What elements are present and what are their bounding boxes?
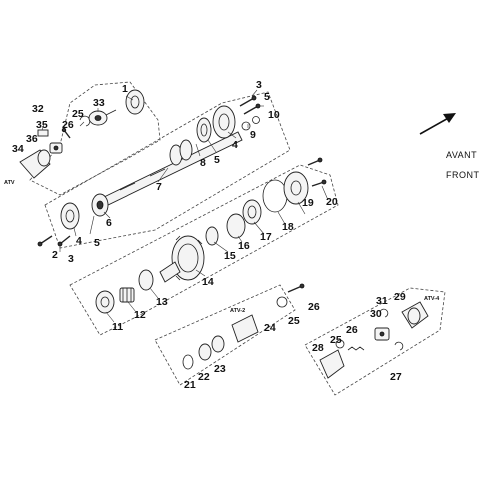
- coupling-washer-part: [335, 339, 345, 349]
- callout-5c: 5: [94, 237, 100, 249]
- callout-26: 26: [62, 119, 74, 131]
- lower-assembly-outline: [154, 284, 296, 386]
- callout-7: 7: [156, 181, 162, 193]
- universal-joint-part: [374, 327, 390, 341]
- atv2-tag: ATV-2: [230, 308, 245, 314]
- direction-label-front: FRONT: [446, 170, 480, 180]
- seal-ring-part: [196, 117, 212, 143]
- callout-4: 4: [232, 139, 238, 151]
- side-bolt-part: [37, 235, 71, 247]
- front-bearing-part: [60, 202, 80, 230]
- callout-16: 16: [238, 240, 250, 252]
- callout-14: 14: [202, 276, 214, 288]
- cross-joint-part: [49, 142, 63, 154]
- callout-36: 36: [26, 133, 38, 145]
- callout-17: 17: [260, 231, 272, 243]
- splined-yoke-part: [88, 109, 117, 126]
- callout-26c: 26: [346, 324, 358, 336]
- callout-13: 13: [156, 296, 168, 308]
- callout-31: 31: [376, 295, 388, 307]
- coupling-circlip-part: [379, 308, 404, 351]
- callout-12: 12: [134, 309, 146, 321]
- elbow-housing-part: [319, 349, 345, 379]
- cover-plate-part: [283, 171, 309, 205]
- callout-6: 6: [106, 217, 112, 229]
- callout-4b: 4: [76, 235, 82, 247]
- callout-25b: 25: [288, 315, 300, 327]
- coupling-assembly-outline: [304, 287, 446, 396]
- bearing-housing-part: [125, 89, 145, 115]
- callout-35: 35: [36, 119, 48, 131]
- main-shaft-outline: [69, 164, 339, 336]
- callout-33: 33: [93, 97, 105, 109]
- callout-5b: 5: [214, 154, 220, 166]
- callout-32: 32: [32, 103, 44, 115]
- spacer-part: [138, 269, 154, 291]
- front-arrow-icon: [419, 113, 456, 135]
- coupling-spring-part: [347, 346, 365, 351]
- bevel-gear-part: [171, 235, 205, 281]
- lower-ring-part: [276, 296, 288, 308]
- bearing-race-part: [91, 193, 109, 217]
- cover-bolt-part: [307, 157, 327, 187]
- o-ring-part: [262, 179, 288, 213]
- callout-34: 34: [12, 143, 24, 155]
- callout-5: 5: [264, 91, 270, 103]
- callout-2: 2: [52, 249, 58, 261]
- roller-bearing-part: [95, 290, 115, 314]
- callout-21: 21: [184, 379, 196, 391]
- small-bolt-part: [61, 127, 71, 139]
- pin-part: [37, 129, 49, 137]
- bearing-cup-part: [242, 199, 262, 225]
- circlip-part: [79, 115, 91, 127]
- atv4-tag: ATV-4: [424, 296, 440, 302]
- shim-part: [205, 213, 246, 246]
- callout-29: 29: [394, 291, 406, 303]
- callout-18: 18: [282, 221, 294, 233]
- callout-27: 27: [390, 371, 402, 383]
- washer-part: [241, 116, 260, 131]
- atv-tag: ATV: [4, 180, 15, 186]
- callout-10: 10: [268, 109, 280, 121]
- callout-24: 24: [264, 322, 276, 334]
- callout-23: 23: [214, 363, 226, 375]
- direction-label-avant: AVANT: [446, 150, 477, 160]
- lower-bolt-part: [287, 283, 305, 293]
- callout-11: 11: [112, 321, 123, 333]
- callout-30: 30: [370, 308, 382, 320]
- callout-19: 19: [302, 197, 314, 209]
- callout-22: 22: [198, 371, 210, 383]
- callout-8: 8: [200, 157, 206, 169]
- needle-bearing-part: [119, 287, 135, 303]
- callout-28: 28: [312, 342, 324, 354]
- pinion-shaft-part: [159, 261, 181, 283]
- lower-washer-part: [182, 335, 225, 370]
- callout-9: 9: [250, 129, 256, 141]
- callout-25c: 25: [330, 334, 342, 346]
- top-assembly-outline: [29, 81, 161, 196]
- yoke-coupling-part: [19, 149, 51, 179]
- top-bolt-part: [239, 95, 261, 115]
- leader-lines: [41, 89, 329, 323]
- input-shaft-part: [101, 131, 243, 207]
- flange-housing-part: [212, 105, 236, 139]
- housing-block-part: [231, 314, 259, 343]
- callout-15: 15: [224, 250, 236, 262]
- callout-20: 20: [326, 196, 338, 208]
- coupling-yoke-part: [401, 301, 429, 329]
- callout-1: 1: [122, 83, 128, 95]
- callout-3: 3: [256, 79, 262, 91]
- callout-26b: 26: [308, 301, 320, 313]
- callout-numbers: 1 3 5 10 32 25 33 35 26 36 34 9 4 5 8 7 …: [12, 79, 406, 391]
- callout-25: 25: [72, 108, 84, 120]
- callout-3b: 3: [68, 253, 74, 265]
